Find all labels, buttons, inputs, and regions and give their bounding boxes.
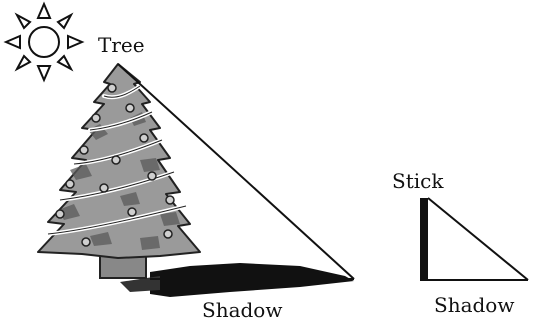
christmas-tree-icon [38, 64, 200, 258]
stick-shadow-label: Shadow [434, 293, 514, 317]
stick [420, 198, 428, 280]
sun-ray-stick [428, 198, 528, 280]
tree-label: Tree [98, 33, 145, 57]
stick-label: Stick [392, 169, 444, 193]
tree-shadow-label: Shadow [202, 298, 282, 322]
sun-icon [6, 4, 82, 80]
